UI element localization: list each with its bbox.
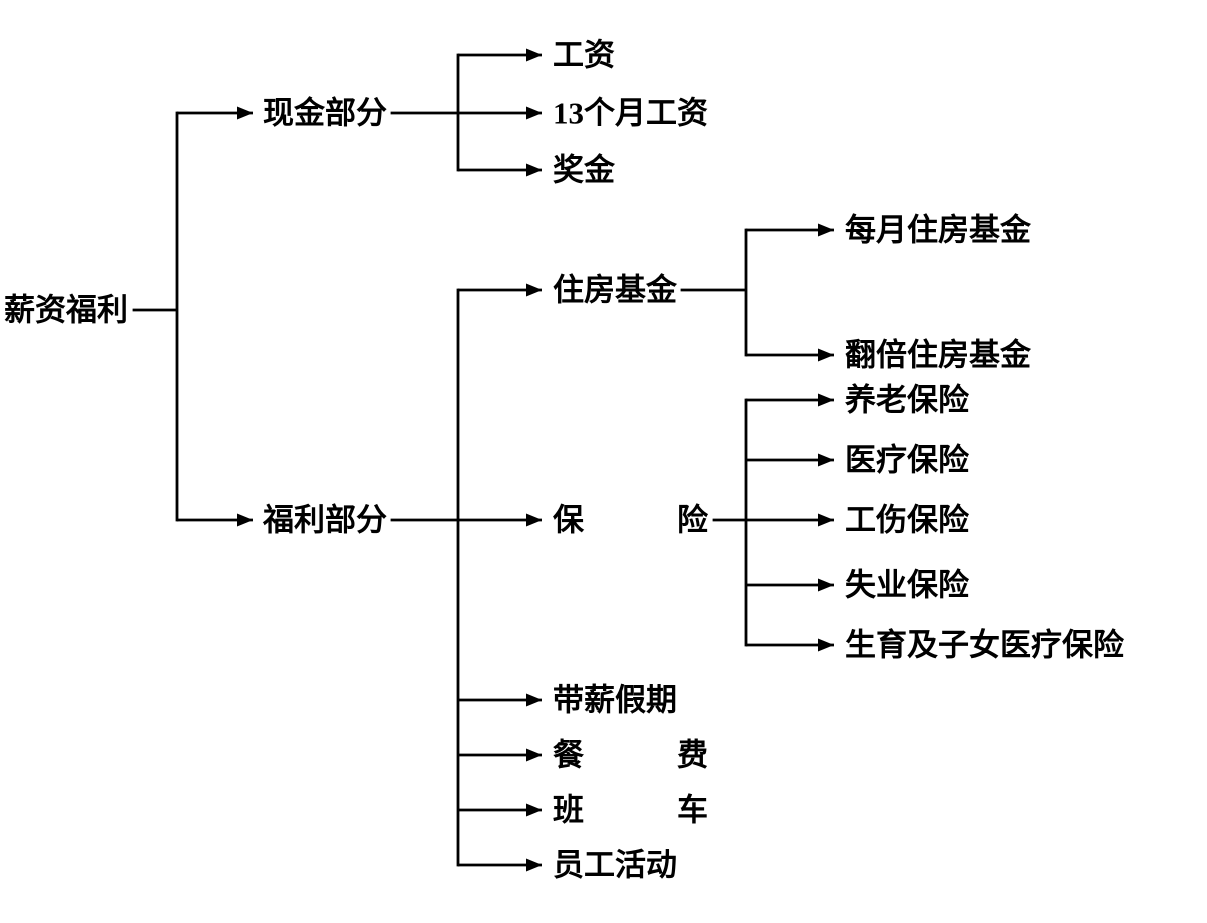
node-employee-activities: 员工活动 [553, 847, 677, 883]
node-welfare-portion: 福利部分 [263, 502, 387, 538]
node-double-housing-fund: 翻倍住房基金 [845, 337, 1031, 373]
node-pension-insurance: 养老保险 [845, 382, 969, 418]
node-13th-month-wage: 13个月工资 [553, 95, 708, 131]
connector-cash-trunk [390, 53, 460, 172]
node-shuttle-bus: 班 车 [553, 792, 708, 828]
node-insurance: 保 险 [553, 502, 708, 538]
node-wage: 工资 [553, 37, 615, 73]
node-housing-fund: 住房基金 [553, 272, 677, 308]
node-monthly-housing-fund: 每月住房基金 [845, 212, 1031, 248]
node-cash-portion: 现金部分 [263, 95, 387, 131]
node-medical-insurance: 医疗保险 [845, 442, 969, 478]
node-work-injury-insurance: 工伤保险 [845, 502, 969, 538]
connector-root-trunk [132, 111, 179, 522]
node-maternity-child-medical-insurance: 生育及子女医疗保险 [845, 627, 1124, 663]
connector-insurance-trunk [712, 398, 748, 647]
node-salary-benefits: 薪资福利 [4, 292, 128, 328]
node-paid-leave: 带薪假期 [553, 682, 677, 718]
connector-housing-trunk [680, 228, 748, 357]
node-meal-fee: 餐 费 [553, 737, 708, 773]
connector-welfare-trunk [390, 288, 460, 867]
node-unemployment-insurance: 失业保险 [845, 567, 969, 603]
node-bonus: 奖金 [553, 152, 615, 188]
